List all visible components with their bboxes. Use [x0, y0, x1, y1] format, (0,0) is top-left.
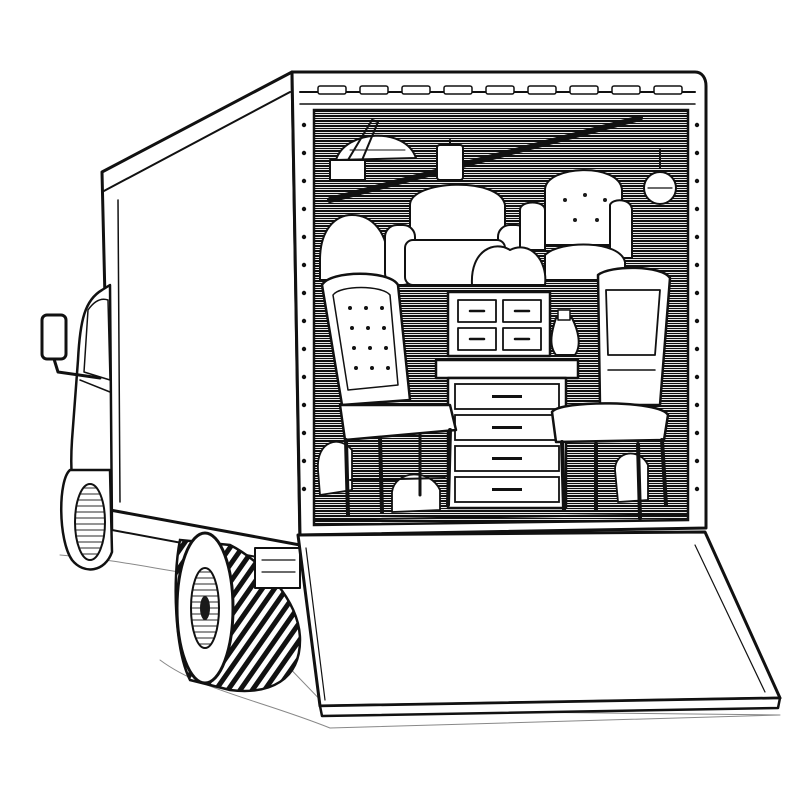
tuft-button	[382, 326, 386, 330]
rivet	[694, 318, 700, 324]
tuft-button	[370, 366, 374, 370]
tuft-button	[352, 346, 356, 350]
door-latch	[527, 85, 557, 95]
door-latch	[359, 85, 389, 95]
small-drawer-cabinet	[446, 290, 552, 358]
rivet	[301, 206, 307, 212]
rivet	[301, 458, 307, 464]
rivet	[301, 290, 307, 296]
underbody	[254, 547, 301, 589]
tuft-button	[366, 326, 370, 330]
lowered-ramp	[296, 530, 782, 718]
tuft-button	[364, 306, 368, 310]
rivet	[694, 206, 700, 212]
door-latch	[653, 85, 683, 95]
vase	[550, 309, 580, 356]
rivet	[301, 262, 307, 268]
side-mirror	[40, 313, 102, 380]
tuft-button	[348, 306, 352, 310]
rivet	[301, 430, 307, 436]
cargo-floor	[313, 513, 689, 521]
rivet	[301, 234, 307, 240]
rivet	[694, 346, 700, 352]
rivet	[301, 318, 307, 324]
rivet	[694, 486, 700, 492]
rivet	[694, 262, 700, 268]
door-latch	[401, 85, 431, 95]
lantern	[436, 139, 464, 181]
rivet	[694, 122, 700, 128]
door-latch	[317, 85, 347, 95]
rivet	[694, 402, 700, 408]
door-latch	[611, 85, 641, 95]
rivet	[301, 346, 307, 352]
rivet	[301, 374, 307, 380]
tuft-button	[380, 306, 384, 310]
rivet	[301, 178, 307, 184]
tuft-button	[354, 366, 358, 370]
rivet	[301, 122, 307, 128]
rivet	[694, 290, 700, 296]
truck-body-side	[100, 70, 302, 566]
door-latch	[443, 85, 473, 95]
hanging-lantern	[643, 149, 677, 205]
rivet	[301, 402, 307, 408]
tuft-button	[386, 366, 390, 370]
chest-of-drawers	[434, 358, 580, 510]
door-latch	[569, 85, 599, 95]
front-wheel	[60, 468, 114, 571]
rivet	[694, 458, 700, 464]
lamp	[329, 119, 417, 181]
rivet	[694, 150, 700, 156]
rivet	[694, 234, 700, 240]
rivet	[694, 374, 700, 380]
tuft-button	[350, 326, 354, 330]
high-back-chair	[320, 272, 458, 517]
dining-chair	[550, 266, 672, 520]
tuft-button	[368, 346, 372, 350]
door-latch	[485, 85, 515, 95]
rivet	[301, 486, 307, 492]
rivet	[694, 430, 700, 436]
rivet	[301, 150, 307, 156]
rivet	[694, 178, 700, 184]
tuft-button	[384, 346, 388, 350]
